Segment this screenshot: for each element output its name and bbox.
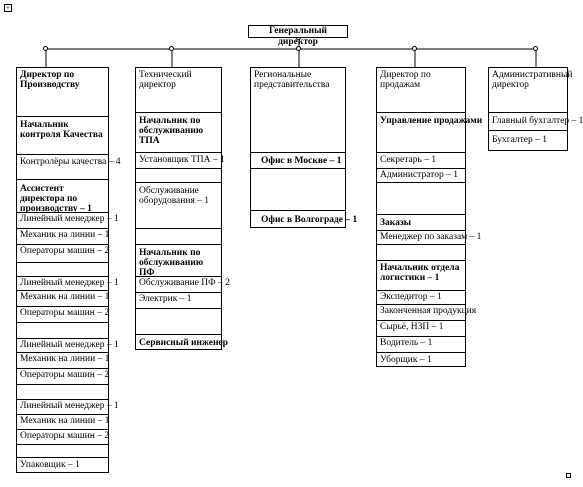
spacer-row [136,308,221,334]
connector-dot-icon [533,46,538,51]
staff-row: Экспедитор – 1 [377,290,465,304]
production-head: Директор по Производству [20,70,80,90]
sales-head: Директор по продажам [380,70,431,90]
spacer-row [136,168,221,182]
unit-row: Начальник контроля Качества [17,116,108,146]
unit-row: Заказы [377,214,465,230]
resize-handle-icon[interactable] [566,473,571,478]
staff-row: Линейный менеджер – 1 [17,338,119,352]
production-column: Директор по Производству Начальник контр… [16,67,121,473]
spacer-row [17,262,108,277]
staff-row: Менеджер по заказам – 1 [377,230,481,244]
unit-row: Начальник по обслуживанию ТПА [136,112,221,146]
regional-column: Региональные представительства Офис в Мо… [250,67,357,229]
staff-row: Механик на линии – 1 [17,290,109,304]
staff-row: Администратор – 1 [377,168,465,182]
spacer-row [377,182,465,214]
staff-row: Электрик – 1 [136,292,221,306]
staff-row: Сырьё, НЗП – 1 [377,320,465,334]
staff-row: Водитель – 1 [377,336,465,350]
office-row: Офис в Москве – 1 [251,152,345,168]
staff-row: Линейный менеджер – 1 [17,399,119,413]
connector-dot-icon [43,46,48,51]
ceo-box: Генеральный директор [248,25,348,47]
spacer-row [17,444,108,458]
staff-row: Операторы машин – 2 [17,368,109,382]
unit-row: Ассистент директора по производству – 1 [17,179,108,214]
staff-row: Обслуживание ПФ – 2 [136,276,230,290]
staff-row: Упаковщик – 1 [17,457,108,472]
staff-row: Секретарь – 1 [377,152,465,168]
staff-row: Линейный менеджер – 1 [17,212,119,226]
move-handle-icon[interactable]: + [4,4,12,12]
spacer-row [17,384,108,399]
unit-row: Начальник по обслуживанию ПФ [136,244,221,278]
staff-row: Механик на линии – 1 [17,352,109,366]
staff-row: Бухгалтер – 1 [489,130,567,150]
regional-head: Региональные представительства [254,70,330,90]
staff-row: Операторы машин – 2 [17,306,109,320]
admin-head: Административный директор [492,70,573,90]
staff-row: Уборщик – 1 [377,352,465,368]
office-row: Офис в Волгограде – 1 [251,210,357,229]
staff-row: Механик на линии – 1 [17,414,109,428]
spacer-row [17,322,108,338]
staff-row: Законченная продукция [377,304,476,318]
staff-row: Установщик ТПА – 1 [136,152,225,168]
unit-row: Начальник отдела логистики – 1 [377,260,465,290]
unit-row: Управление продажами [377,112,482,152]
technical-head: Технический директор [139,70,192,90]
connector-dot-icon [296,46,301,51]
spacer-row [136,228,221,244]
spacer-row [251,168,345,210]
staff-row: Обслуживание оборудования – 1 [136,182,221,214]
staff-row: Главный бухгалтер – 1 [489,112,583,130]
staff-row: Линейный менеджер – 1 [17,276,119,290]
staff-row: Операторы машин – 2 [17,244,109,258]
connector-dot-icon [412,46,417,51]
connector-dot-icon [169,46,174,51]
staff-row: Механик на линии – 1 [17,228,109,242]
sales-column: Директор по продажам Управление продажам… [376,67,482,368]
staff-row: Операторы машин – 2 [17,429,109,443]
technical-column: Технический директор Начальник по обслуж… [135,67,230,351]
unit-row: Сервисный инженер [136,334,228,351]
spacer-row [377,244,465,260]
staff-row: Контролёры качества – 4 [17,154,121,176]
admin-column: Административный директор Главный бухгал… [488,67,583,151]
